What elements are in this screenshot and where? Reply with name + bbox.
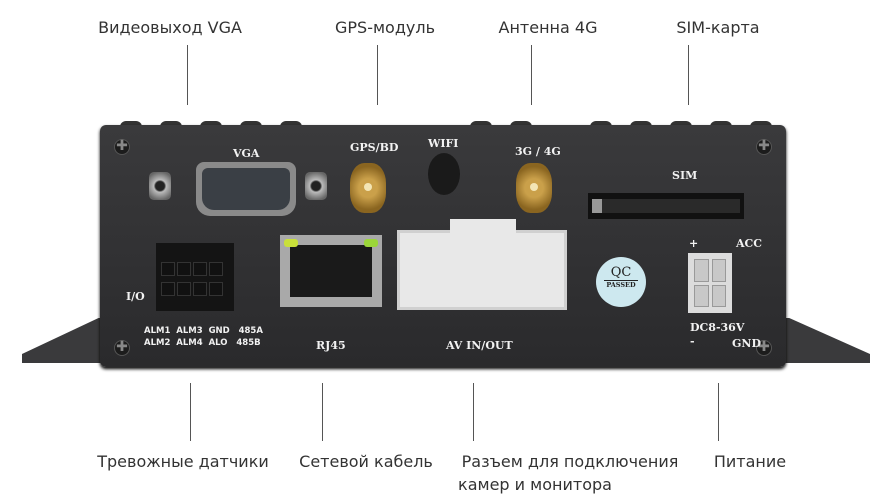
- acc-label: ACC: [736, 237, 763, 250]
- io-connector: [156, 243, 234, 311]
- dvr-front-panel: ✚ ✚ ✚ ✚ VGA GPS/BD WIFI 3G / 4G SIM I/O …: [100, 125, 786, 367]
- plus-label: +: [689, 237, 699, 250]
- av-connector[interactable]: [397, 219, 567, 310]
- leader-line: [322, 383, 323, 441]
- io-pins-row2: ALM2 ALM4 ALO 485B: [144, 338, 261, 348]
- vga-label: VGA: [233, 147, 260, 160]
- leader-line: [688, 45, 689, 105]
- sim-label: SIM: [672, 169, 698, 182]
- screw-icon: ✚: [756, 340, 772, 356]
- sim-slot[interactable]: [588, 193, 744, 219]
- rj45-label: RJ45: [316, 339, 346, 352]
- gnd-label: GND: [732, 337, 761, 350]
- leader-line: [190, 383, 191, 441]
- dc-voltage-label: DC8-36V: [690, 321, 745, 334]
- leader-line: [187, 45, 188, 105]
- gps-label: GPS/BD: [350, 141, 399, 154]
- callout-power: Питание: [713, 452, 787, 471]
- leader-line: [377, 45, 378, 105]
- power-connector[interactable]: [688, 253, 732, 313]
- callout-av-connector-line1: Разъем для подключения: [461, 452, 679, 471]
- 4g-antenna-connector: [516, 163, 552, 213]
- rj45-port[interactable]: [280, 235, 382, 307]
- callout-sim: SIM-карта: [676, 18, 760, 37]
- vga-port: [196, 162, 296, 216]
- callout-av-connector-line2: камер и монитора: [458, 475, 612, 494]
- leader-line: [718, 383, 719, 441]
- right-mount-bracket: [775, 318, 870, 363]
- leader-line: [531, 45, 532, 105]
- screw-icon: ✚: [114, 340, 130, 356]
- left-mount-bracket: [22, 318, 112, 363]
- wifi-antenna: [428, 153, 460, 195]
- qc-passed-sticker: QC PASSED: [596, 257, 646, 307]
- av-label: AV IN/OUT: [446, 339, 513, 352]
- callout-network-cable: Сетевой кабель: [299, 452, 433, 471]
- 4g-label: 3G / 4G: [515, 145, 561, 158]
- screw-icon: ✚: [756, 139, 772, 155]
- leader-line: [473, 383, 474, 441]
- callout-gps: GPS-модуль: [334, 18, 436, 37]
- callout-4g: Антенна 4G: [498, 18, 598, 37]
- callout-vga: Видеовыход VGA: [98, 18, 242, 37]
- screw-icon: ✚: [114, 139, 130, 155]
- callout-alarm-sensors: Тревожные датчики: [97, 452, 269, 471]
- io-pins-row1: ALM1 ALM3 GND 485A: [144, 326, 263, 336]
- minus-label: -: [690, 335, 695, 348]
- wifi-label: WIFI: [428, 137, 459, 150]
- gps-antenna-connector: [350, 163, 386, 213]
- io-label: I/O: [126, 290, 145, 303]
